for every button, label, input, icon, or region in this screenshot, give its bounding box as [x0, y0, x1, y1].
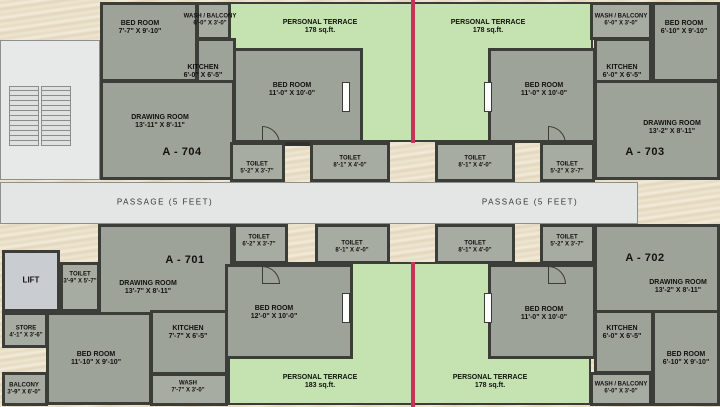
room-br-kitchen [594, 310, 654, 374]
window [484, 82, 492, 112]
wall [285, 142, 310, 146]
room-bl-balcony [2, 372, 48, 406]
flat-label-a702: A - 702 [625, 251, 665, 264]
window [484, 293, 492, 323]
room-tr-drawing [594, 80, 720, 180]
room-br-wash [590, 372, 652, 406]
passage-label-left: PASSAGE (5 FEET) [116, 197, 214, 207]
room-tl-toilet2 [310, 142, 390, 182]
passage-label-right: PASSAGE (5 FEET) [481, 197, 579, 207]
flat-label-a703: A - 703 [625, 145, 665, 158]
room-br-bed2 [488, 264, 596, 359]
room-bl-bed2 [225, 264, 353, 359]
room-bl-toilet3 [60, 262, 100, 312]
room-bl-kitchen [150, 310, 228, 375]
window [342, 82, 350, 112]
staircase [0, 40, 100, 180]
lift-shaft: LIFT [2, 250, 60, 312]
room-bl-drawing [98, 224, 233, 324]
room-tl-drawing [100, 80, 235, 180]
room-bl-toilet1 [233, 224, 288, 264]
stair-flight [41, 86, 71, 146]
room-tl-toilet1 [230, 142, 285, 182]
room-br-bed [652, 310, 720, 406]
lift-label: LIFT [22, 275, 40, 285]
terrace-divider [411, 0, 415, 143]
room-tr-toilet1 [435, 142, 515, 182]
room-tr-toilet2 [540, 142, 595, 182]
window [342, 293, 350, 323]
room-bl-wash [150, 373, 228, 406]
room-bl-store [2, 312, 48, 348]
room-bl-bed [46, 312, 152, 405]
stair-flight [9, 86, 39, 146]
terrace-divider [411, 262, 415, 407]
room-br-toilet1 [435, 224, 515, 264]
room-br-toilet2 [540, 224, 595, 264]
room-tl-wash [196, 2, 231, 40]
flat-label-a701: A - 701 [165, 253, 205, 266]
room-tr-bed [652, 2, 720, 82]
flat-label-a704: A - 704 [162, 145, 202, 158]
room-bl-toilet2 [315, 224, 390, 264]
room-br-drawing [594, 224, 720, 324]
passage [0, 182, 638, 224]
